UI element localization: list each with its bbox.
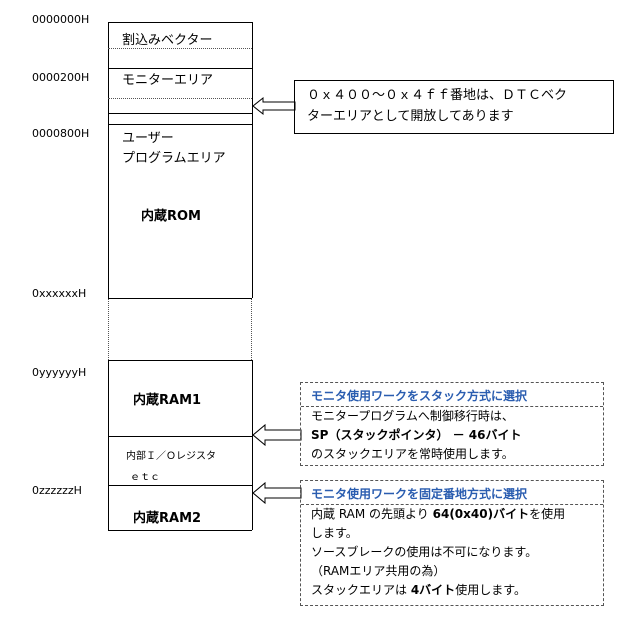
divider [108,530,252,531]
address-0yyyyyyh: 0yyyyyyH [32,366,87,379]
region-interrupt-vector: 割込みベクター [122,33,213,48]
divider [108,124,252,125]
region-internal-ram2: 内蔵RAM2 [133,511,202,526]
fixed-method-line2: します。 [311,526,358,540]
fixed-method-line4: （RAMエリア共用の為） [311,564,446,578]
divider [108,360,252,361]
dtc-note-line2: ターエリアとして開放してあります [307,109,514,124]
stack-method-line3: のスタックエリアを常時使用します。 [311,447,514,461]
region-user-program-line1: ユーザー [122,131,174,146]
address-0xxxxxxh: 0xxxxxxH [32,287,87,300]
divider [108,68,252,69]
divider [108,113,252,114]
memory-map-lower [108,360,253,530]
fixed-method-title: モニタ使用ワークを固定番地方式に選択 [311,487,528,501]
region-monitor-area: モニターエリア [122,73,214,88]
fixed-line1-part3: を使用 [529,507,566,521]
fixed-line1-bytes: 64(0x40)バイト [432,507,530,521]
region-internal-ram1: 内蔵RAM1 [133,393,202,408]
region-user-program-line2: プログラムエリア [122,151,226,166]
divider [108,298,252,299]
region-io-register-line1: 内部Ｉ／Ｏレジスタ [126,451,216,462]
arrow-to-fixed-area [252,481,302,505]
memory-map-upper [108,22,253,298]
divider [108,485,252,486]
stack-method-callout: モニタ使用ワークをスタック方式に選択 モニタープログラムへ制御移行時は、 SP（… [300,382,604,466]
fixed-method-line3: ソースブレークの使用は不可になります。 [311,545,538,559]
divider [108,436,252,437]
divider [108,22,252,23]
address-0000200h: 0000200H [32,71,90,84]
fixed-line5-bytes: 4バイト [410,583,456,597]
divider [108,98,252,99]
stack-method-line2: SP（スタックポインタ） － 46バイト [311,428,522,442]
dtc-vector-note: ０ｘ４００～０ｘ４ｆｆ番地は、ＤＴＣベク ターエリアとして開放してあります [294,80,614,134]
fixed-method-line5: スタックエリアは 4バイト使用します。 [311,581,603,600]
stack-method-line1: モニタープログラムへ制御移行時は、 [301,406,603,426]
address-0000800h: 0000800H [32,127,90,140]
fixed-line1-part1: 内蔵 RAM の先頭より [311,507,433,521]
stack-method-title: モニタ使用ワークをスタック方式に選択 [311,389,528,403]
fixed-method-callout: モニタ使用ワークを固定番地方式に選択 内蔵 RAM の先頭より 64(0x40)… [300,480,604,606]
fixed-line5-part3: 使用します。 [455,583,526,597]
fixed-method-line1: 内蔵 RAM の先頭より 64(0x40)バイトを使用 [301,504,603,524]
fixed-line5-part1: スタックエリアは [311,583,411,597]
region-io-register-line2: ｅｔｃ [130,472,160,483]
memory-gap-right-edge [251,298,252,360]
divider [108,48,252,49]
memory-gap-left-edge [108,298,109,360]
dtc-note-line1: ０ｘ４００～０ｘ４ｆｆ番地は、ＤＴＣベク [307,88,568,103]
arrow-to-stack-area [252,423,302,447]
address-0zzzzzzh: 0zzzzzzH [32,484,82,497]
region-internal-rom: 内蔵ROM [141,209,201,224]
address-0000000h: 0000000H [32,13,90,26]
arrow-to-dtc-area [252,96,296,116]
